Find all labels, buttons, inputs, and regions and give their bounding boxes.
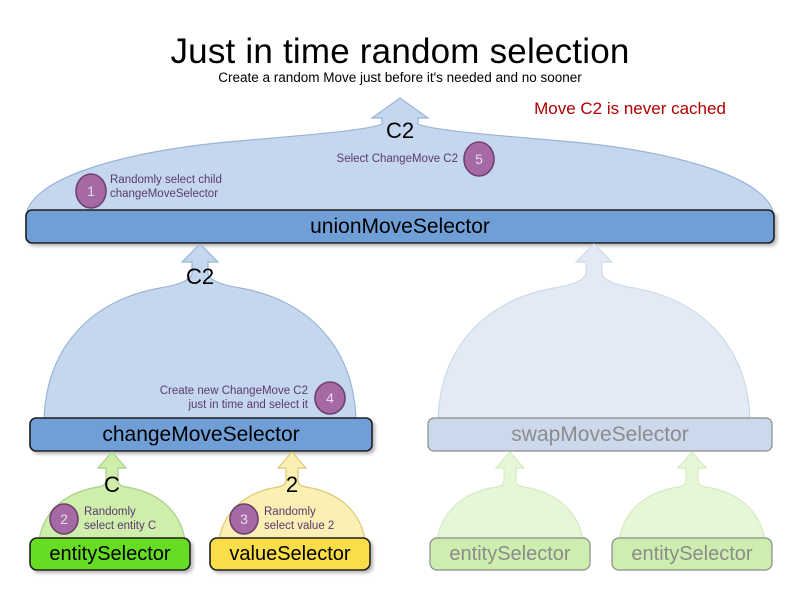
- swap-entity-selector-2-label: entitySelector: [631, 542, 753, 565]
- union-move-selector-box[interactable]: [25, 209, 775, 244]
- swap-move-selector-box[interactable]: [427, 417, 773, 452]
- step-4-note-line-1: Create new ChangeMove C2: [159, 385, 308, 397]
- swap-entity-selector-2-box[interactable]: [611, 537, 773, 571]
- step-1-note-line-1: Randomly select child: [110, 174, 222, 186]
- step-1-badge: 1: [75, 173, 107, 209]
- swap-entity-selector-1-label: entitySelector: [449, 542, 571, 565]
- swap-move-selector-label: swapMoveSelector: [511, 422, 689, 446]
- step-3-badge: 3: [229, 503, 259, 535]
- value-selector-label: valueSelector: [229, 542, 351, 565]
- step-5-note-line-1: Select ChangeMove C2: [336, 153, 458, 165]
- step-3-badge-number: 3: [240, 511, 248, 527]
- union-balloon-move-label: C2: [385, 118, 415, 143]
- step-4-badge: 4: [314, 381, 346, 415]
- step-2-note-line-1: Randomly: [84, 506, 136, 518]
- step-5-badge: 5: [463, 141, 495, 177]
- swap-entity-balloon-1-shape: [435, 451, 585, 554]
- warning-text: Move C2 is never cached: [534, 99, 726, 118]
- step-4-badge-number: 4: [326, 390, 334, 406]
- step-1-note: Randomly select child changeMoveSelector: [110, 173, 330, 201]
- swap-entity-balloon-2-shape: [617, 451, 767, 554]
- page-title: Just in time random selection: [170, 32, 630, 71]
- step-5-note: Select ChangeMove C2: [240, 152, 458, 166]
- warning-label: Move C2 is never cached: [0, 99, 800, 119]
- value-selector-box[interactable]: [209, 537, 371, 571]
- step-2-note: Randomly select entity C: [84, 505, 194, 533]
- change-move-selector-box[interactable]: [29, 417, 373, 452]
- page-subtitle: Create a random Move just before it's ne…: [218, 70, 582, 85]
- union-move-selector-label: unionMoveSelector: [310, 214, 490, 238]
- step-2-badge-number: 2: [60, 511, 68, 527]
- step-4-note: Create new ChangeMove C2 just in time an…: [100, 384, 308, 412]
- swap-balloon-shape: [437, 243, 751, 425]
- step-3-note-line-1: Randomly: [264, 506, 316, 518]
- step-1-badge-number: 1: [87, 183, 95, 199]
- change-move-selector-label: changeMoveSelector: [102, 422, 300, 446]
- union-balloon-shape: [25, 97, 775, 219]
- step-2-note-line-2: select entity C: [84, 520, 157, 532]
- step-2-badge: 2: [49, 503, 79, 535]
- step-3-note-line-2: select value 2: [264, 520, 335, 532]
- value-balloon-move-label: 2: [285, 472, 299, 497]
- step-5-badge-number: 5: [475, 151, 483, 167]
- step-3-note: Randomly select value 2: [264, 505, 374, 533]
- step-1-note-line-2: changeMoveSelector: [110, 188, 219, 200]
- step-4-note-line-2: just in time and select it: [188, 399, 308, 411]
- entity-balloon-move-label: C: [104, 472, 120, 497]
- swap-entity-selector-1-box[interactable]: [429, 537, 591, 571]
- entity-selector-left-box[interactable]: [29, 537, 191, 571]
- change-balloon-move-label: C2: [185, 264, 215, 289]
- change-balloon-shape: [43, 243, 357, 425]
- entity-selector-left-label: entitySelector: [49, 542, 171, 565]
